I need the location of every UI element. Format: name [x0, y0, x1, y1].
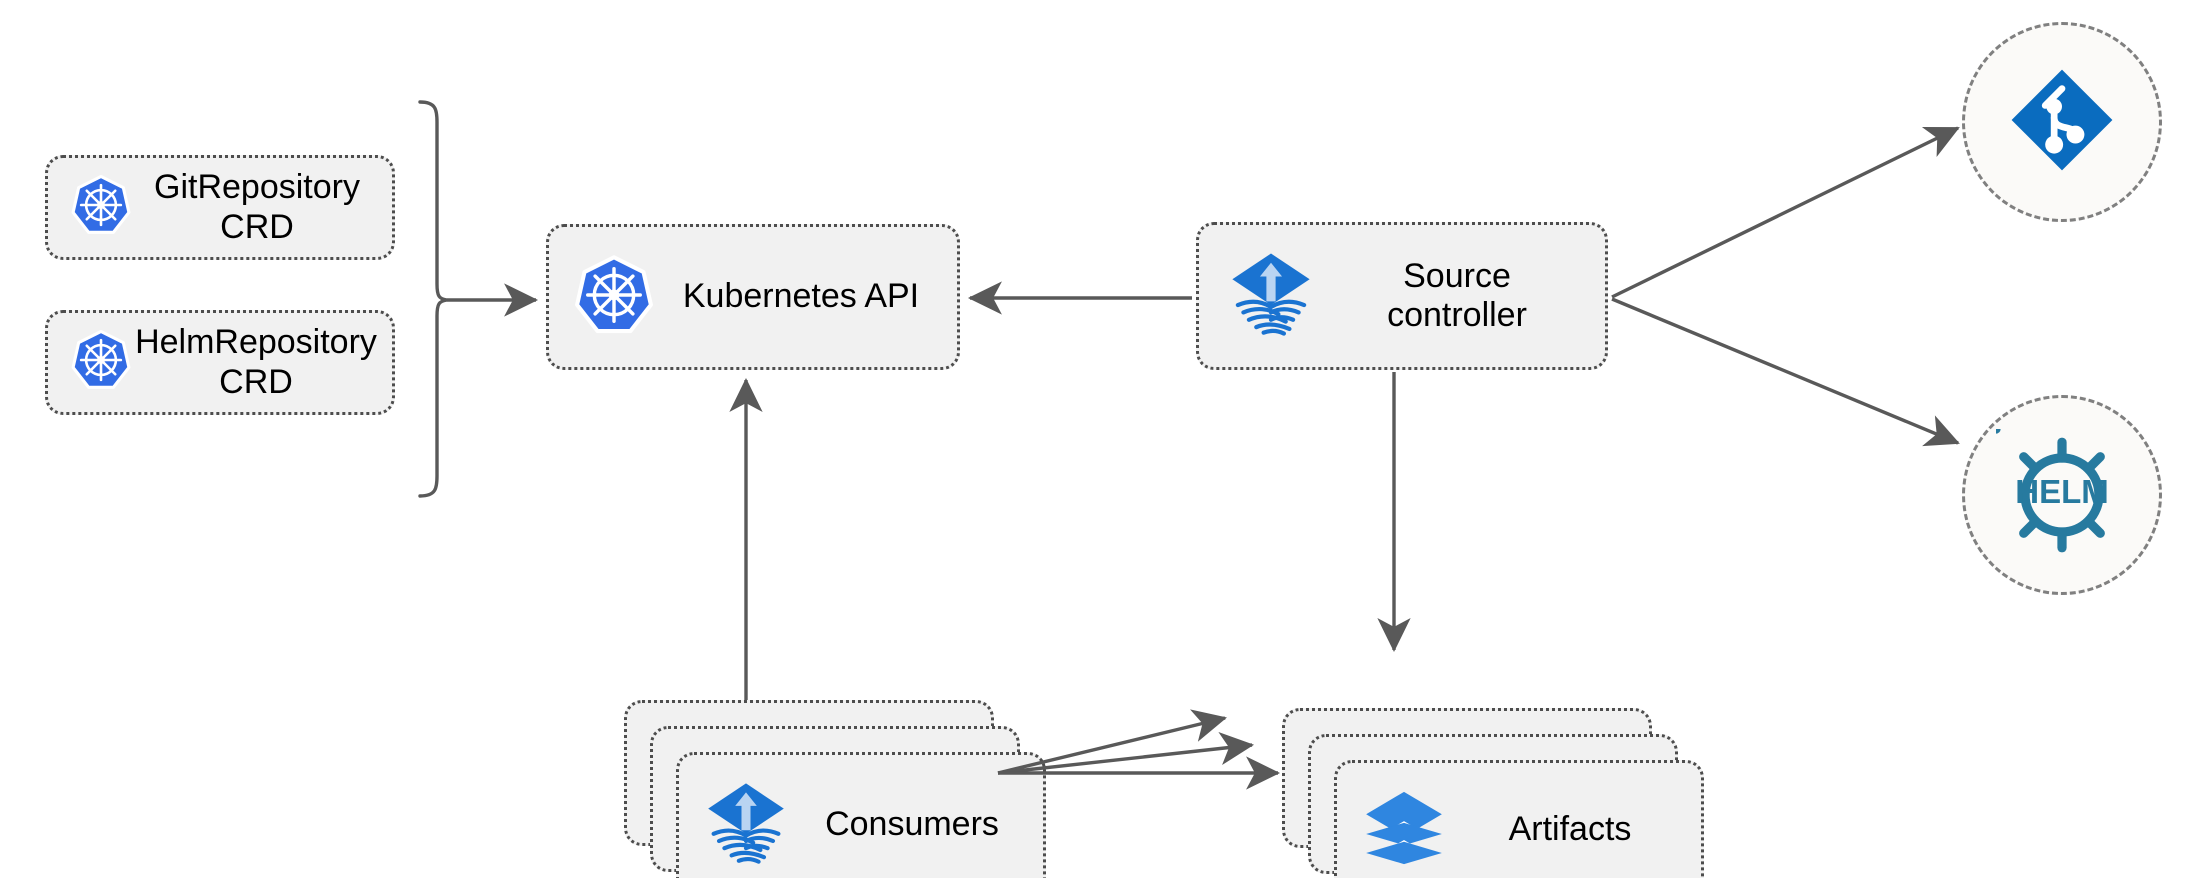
node-label: Artifacts — [1508, 810, 1632, 849]
node-label: Consumers — [825, 805, 999, 844]
helm-wordmark: HELM — [2015, 473, 2109, 510]
node-artifacts[interactable]: Artifacts — [1334, 760, 1704, 878]
node-label: Kubernetes API — [682, 277, 920, 316]
node-label: Source controller — [1387, 256, 1527, 334]
helm-icon: HELM — [1991, 424, 2128, 561]
node-git-source[interactable] — [1962, 22, 2162, 222]
node-label: HelmRepository CRD — [135, 323, 377, 401]
crd-group-bracket — [418, 100, 448, 498]
kubernetes-icon — [70, 174, 132, 241]
node-label: GitRepository CRD — [154, 168, 360, 246]
kubernetes-icon — [573, 254, 655, 341]
node-source-controller[interactable]: Source controller — [1196, 222, 1608, 370]
node-consumers[interactable]: Consumers — [676, 752, 1046, 878]
node-kubernetes-api[interactable]: Kubernetes API — [546, 224, 960, 370]
node-git-repository-crd[interactable]: GitRepository CRD — [45, 155, 395, 260]
edge-source-controller-to-helm — [1611, 297, 1960, 447]
flux-icon — [1225, 248, 1317, 345]
node-helm-repository-crd[interactable]: HelmRepository CRD — [45, 310, 395, 415]
node-helm-source[interactable]: HELM — [1962, 395, 2162, 595]
git-icon — [2006, 64, 2118, 181]
kubernetes-icon — [70, 329, 132, 396]
edge-source-controller-to-git — [1611, 126, 1960, 299]
layers-icon — [1361, 785, 1447, 876]
flux-icon — [701, 778, 791, 873]
